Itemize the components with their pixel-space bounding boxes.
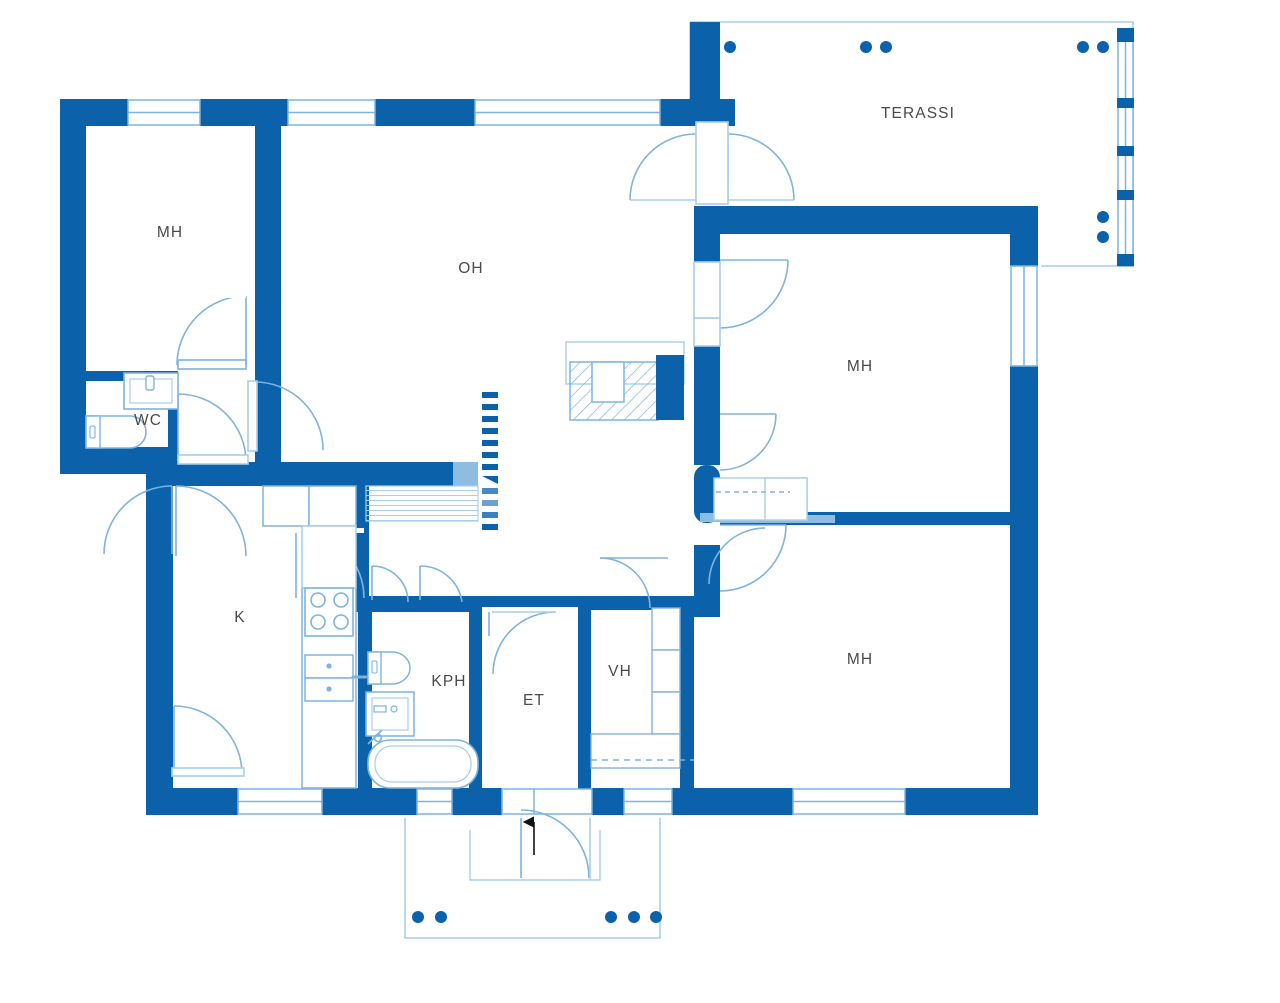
door-vh <box>599 557 668 609</box>
fireplace-icon <box>565 341 685 421</box>
door-mh-topleft <box>176 294 247 370</box>
door-et <box>488 611 556 675</box>
room-labels: MH OH WC TERASSI MH MH K KPH ET VH <box>134 105 955 709</box>
room-label-mh-right-lower: MH <box>847 651 873 668</box>
door-terrace-double <box>629 121 795 205</box>
door-hall-to-oh <box>247 380 324 452</box>
door-kitchen-south <box>171 705 245 777</box>
room-label-k-kitchen: K <box>234 609 245 626</box>
wc-toilet-icon <box>85 415 147 449</box>
kitchen-counters <box>262 485 357 789</box>
room-label-terassi: TERASSI <box>881 105 955 122</box>
door-mh-right-lower <box>708 527 766 585</box>
interior-walls <box>60 99 1010 792</box>
room-label-mh-top-left: MH <box>157 224 183 241</box>
door-wc <box>177 393 249 465</box>
windows <box>127 37 1134 815</box>
door-hall-left <box>103 485 173 555</box>
door-right-hall-lower <box>719 524 787 592</box>
staircase-icon <box>365 392 498 530</box>
exterior-walls <box>60 22 1038 815</box>
door-main-entrance <box>520 809 591 880</box>
room-label-oh-living: OH <box>458 260 483 277</box>
kph-toilet-icon <box>367 651 411 685</box>
porch-post-markers <box>412 911 662 923</box>
room-label-vh-utility: VH <box>608 663 632 680</box>
room-label-kph-bathroom: KPH <box>431 673 466 690</box>
terrace-glazing-mullions <box>1117 28 1134 266</box>
kph-bathtub-icon <box>367 729 479 789</box>
kph-washing-machine-icon <box>365 691 415 737</box>
room-label-mh-right-upper: MH <box>847 358 873 375</box>
terrace-post-markers <box>702 41 1109 243</box>
room-label-et-entry: ET <box>523 692 545 709</box>
vh-shelving-icon <box>590 607 681 769</box>
faucet-icon <box>367 729 383 745</box>
door-hall-left-2 <box>175 485 247 557</box>
right-hall-closet <box>713 477 808 521</box>
room-label-wc: WC <box>134 412 162 429</box>
kitchen-sink-icon <box>304 654 368 702</box>
kitchen-stove-icon <box>304 587 354 637</box>
wc-sink-icon <box>123 372 179 410</box>
door-right-hall-upper <box>719 413 777 471</box>
door-mh-right-upper <box>693 259 789 347</box>
doors <box>103 121 795 880</box>
door-kph <box>371 565 463 603</box>
